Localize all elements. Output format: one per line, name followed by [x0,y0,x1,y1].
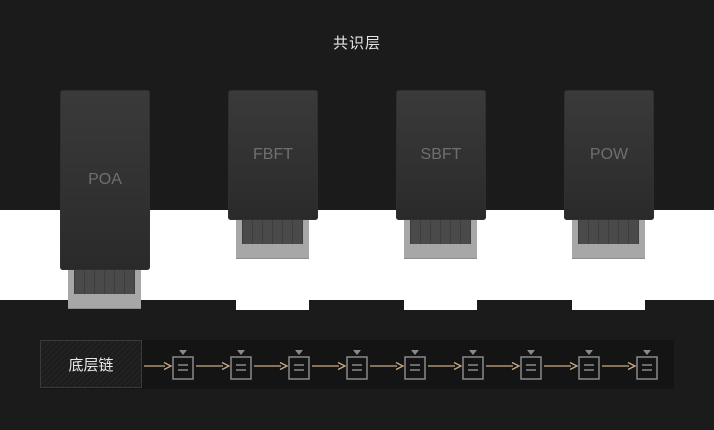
chain-block [636,350,658,380]
module-card: FBFT [228,90,318,220]
module-card: POW [564,90,654,220]
module-label: SBFT [420,146,462,163]
chain-block [172,350,194,380]
module-label: FBFT [253,146,293,163]
base-chain-label: 底层链 [40,340,142,388]
chain-arrow-head [453,361,463,371]
chain-block [578,350,600,380]
chain-arrow-head [337,361,347,371]
module-label: POW [589,146,629,163]
module-connector [404,218,477,259]
chain-arrow-head [511,361,521,371]
chain-block [288,350,310,380]
consensus-layer-title: 共识层 [332,34,381,52]
chain-block [520,350,542,380]
chain-block [404,350,426,380]
chain-arrow-head [569,361,579,371]
module-connector [236,218,309,259]
chain-arrow-head [163,361,173,371]
chain-arrow-head [395,361,405,371]
socket-slot [236,298,309,310]
chain-arrow-head [221,361,231,371]
socket-slot [404,298,477,310]
chain-arrow-head [627,361,637,371]
chain-block [346,350,368,380]
socket-slot [572,298,645,310]
module-card: POA [60,90,150,270]
module-connector [68,268,141,309]
module-label: POA [88,171,122,188]
chain-block [462,350,484,380]
module-card: SBFT [396,90,486,220]
chain-arrow-head [279,361,289,371]
module-connector [572,218,645,259]
chain-block [230,350,252,380]
